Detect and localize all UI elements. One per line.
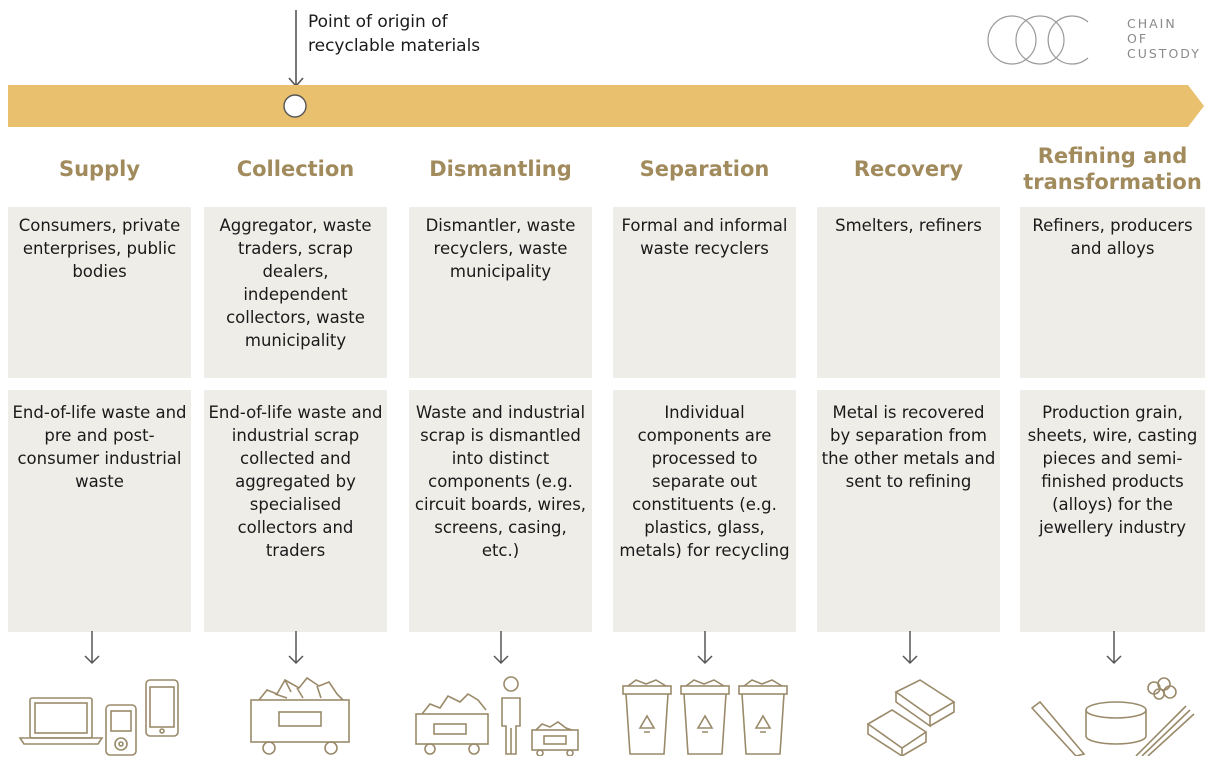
down-arrow-icon [288, 631, 304, 665]
down-arrow-icon [902, 631, 918, 665]
origin-label: Point of origin of recyclable materials [308, 10, 480, 58]
stage-title: Supply [58, 157, 141, 181]
metal-ingots-icon [866, 679, 956, 756]
recycling-bins-icon [622, 679, 788, 755]
stage-actors-box: Formal and informal waste recyclers [613, 207, 796, 378]
stage-description-box: Metal is recovered by separation from th… [817, 390, 1000, 632]
stage-actors-box: Smelters, refiners [817, 207, 1000, 378]
semi-finished-products-icon [1030, 677, 1195, 756]
logo-text-line3: CUSTODY [1127, 46, 1201, 61]
logo-text-line2: OF [1127, 31, 1149, 46]
electronics-icon [18, 679, 179, 756]
stage-title: Separation [639, 157, 770, 181]
process-banner-arrow [8, 85, 1204, 127]
logo-text: CHAIN OF CUSTODY [1127, 16, 1201, 61]
stage-description-box: Individual components are processed to s… [613, 390, 796, 632]
down-arrow-icon [84, 631, 100, 665]
origin-label-line1: Point of origin of [308, 12, 448, 32]
origin-label-line2: recyclable materials [308, 36, 481, 56]
stage-description-box: End-of-life waste and industrial scrap c… [204, 390, 387, 632]
stage-title: Dismantling [429, 157, 572, 181]
stage-title: Refining and transformation [1023, 144, 1202, 194]
stage-description-box: Production grain, sheets, wire, casting … [1020, 390, 1205, 632]
origin-down-arrow-icon [288, 10, 304, 88]
stage-actors-box: Consumers, private enterprises, public b… [8, 207, 191, 378]
stage-description-box: End-of-life waste and pre and post-consu… [8, 390, 191, 632]
down-arrow-icon [493, 631, 509, 665]
down-arrow-icon [697, 631, 713, 665]
scrap-cart-icon [250, 676, 350, 755]
stage-description-box: Waste and industrial scrap is dismantled… [409, 390, 592, 632]
stage-actors-box: Dismantler, waste recyclers, waste munic… [409, 207, 592, 378]
chain-of-custody-logo-icon [987, 15, 1089, 65]
logo-text-line1: CHAIN [1127, 16, 1177, 31]
stage-title: Recovery [853, 157, 964, 181]
down-arrow-icon [1106, 631, 1122, 665]
stage-actors-box: Refiners, producers and alloys [1020, 207, 1205, 378]
stage-actors-box: Aggregator, waste traders, scrap dealers… [204, 207, 387, 378]
stage-title: Collection [236, 157, 355, 181]
dismantling-icon [415, 676, 579, 756]
